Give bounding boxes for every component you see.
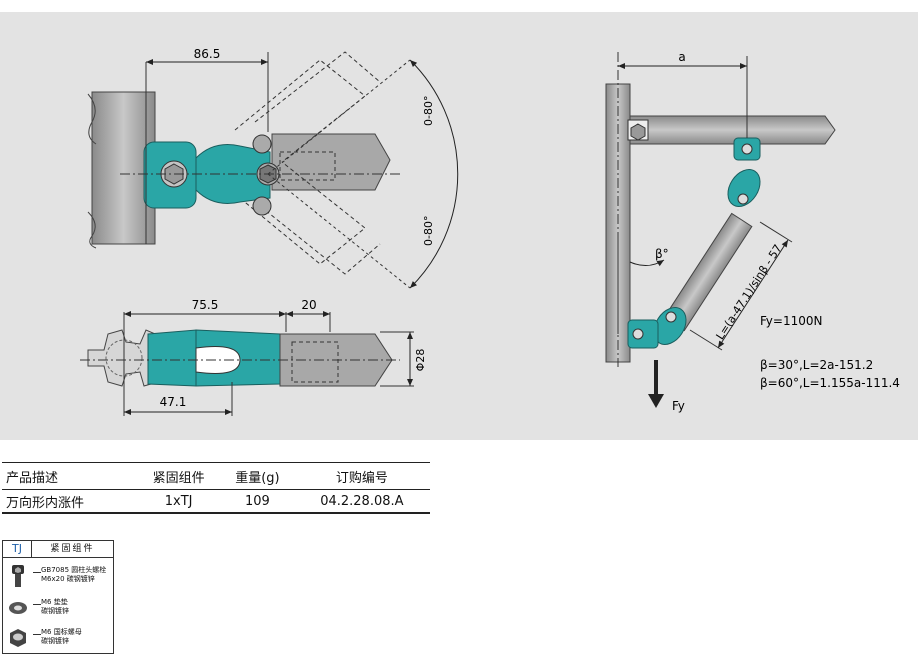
table-row: 万向形内涨件 1xTJ 109 04.2.28.08.A bbox=[2, 489, 430, 514]
dim-side-width: 75.5 bbox=[192, 298, 219, 312]
beta-label: β° bbox=[655, 247, 669, 261]
hex-nut-icon bbox=[10, 629, 26, 647]
case-60-formula: β=60°,L=1.155a-111.4 bbox=[760, 376, 900, 390]
washer-icon bbox=[9, 602, 27, 614]
force-arrow bbox=[648, 394, 664, 408]
fastener-kit-title: 紧固组件 bbox=[50, 544, 95, 554]
fastener-washer-line1: M6 垫垫 bbox=[41, 598, 68, 606]
spec-header-row: 产品描述 紧固组件 重量(g) 订购编号 bbox=[2, 462, 430, 490]
fastener-kit-legend: TJ 紧固组件 GB7085 圆柱头螺栓 M6x20 碳钢镀锌 M6 垫垫 碳钢… bbox=[2, 540, 114, 654]
dim-diameter: Φ28 bbox=[414, 349, 427, 372]
force-arrow-label: Fy bbox=[672, 399, 685, 413]
top-view: 86.5 0-80° 0-80° bbox=[87, 47, 459, 289]
header-weight: 重量(g) bbox=[221, 462, 294, 490]
vertical-tube bbox=[91, 91, 156, 245]
side-view: 75.5 20 47.1 Φ28 bbox=[80, 298, 427, 416]
header-description: 产品描述 bbox=[2, 462, 137, 490]
socket-head-bolt-icon bbox=[12, 565, 24, 587]
fastener-washer-line2: 碳钢镀锌 bbox=[41, 607, 69, 615]
header-order-number: 订购编号 bbox=[293, 462, 430, 490]
dim-side-extension: 20 bbox=[301, 298, 316, 312]
fastener-kit-code: TJ bbox=[3, 541, 32, 557]
technical-drawing: 86.5 0-80° 0-80° 75.5 bbox=[80, 47, 900, 416]
fastener-item-bolt: GB7085 圆柱头螺栓 M6x20 碳钢镀锌 bbox=[3, 563, 113, 591]
application-example: a β° L=(a-47.1)/sinβ - 57 Fy Fy=1100N β=… bbox=[605, 50, 900, 413]
angle-lower-label: 0-80° bbox=[422, 216, 435, 246]
fastener-nut-line1: M6 国标螺母 bbox=[41, 628, 82, 636]
horizontal-tube bbox=[271, 133, 391, 191]
force-label: Fy=1100N bbox=[760, 314, 822, 328]
angle-upper-label: 0-80° bbox=[422, 96, 435, 126]
horizontal-beam bbox=[629, 115, 836, 145]
spec-table: 产品描述 紧固组件 重量(g) 订购编号 万向形内涨件 1xTJ 109 04.… bbox=[2, 462, 430, 514]
dim-top-width: 86.5 bbox=[194, 47, 221, 61]
dim-side-inner: 47.1 bbox=[160, 395, 187, 409]
fastener-bolt-line2: M6x20 碳钢镀锌 bbox=[41, 575, 95, 583]
fastener-item-washer: M6 垫垫 碳钢镀锌 bbox=[3, 595, 113, 623]
header-fastener: 紧固组件 bbox=[136, 462, 222, 490]
dim-a: a bbox=[678, 50, 685, 64]
cell-fastener: 1xTJ bbox=[136, 489, 222, 514]
swing-outlines bbox=[234, 51, 381, 275]
technical-drawing-panel: 86.5 0-80° 0-80° 75.5 bbox=[0, 12, 918, 440]
fastener-bolt-line1: GB7085 圆柱头螺栓 bbox=[41, 566, 107, 574]
cell-description: 万向形内涨件 bbox=[2, 489, 137, 514]
cell-weight: 109 bbox=[221, 489, 294, 514]
fastener-nut-line2: 碳钢镀锌 bbox=[41, 637, 69, 645]
cell-order-number: 04.2.28.08.A bbox=[293, 489, 430, 514]
fastener-item-nut: M6 国标螺母 碳钢镀锌 bbox=[3, 625, 113, 653]
case-30-formula: β=30°,L=2a-151.2 bbox=[760, 358, 873, 372]
